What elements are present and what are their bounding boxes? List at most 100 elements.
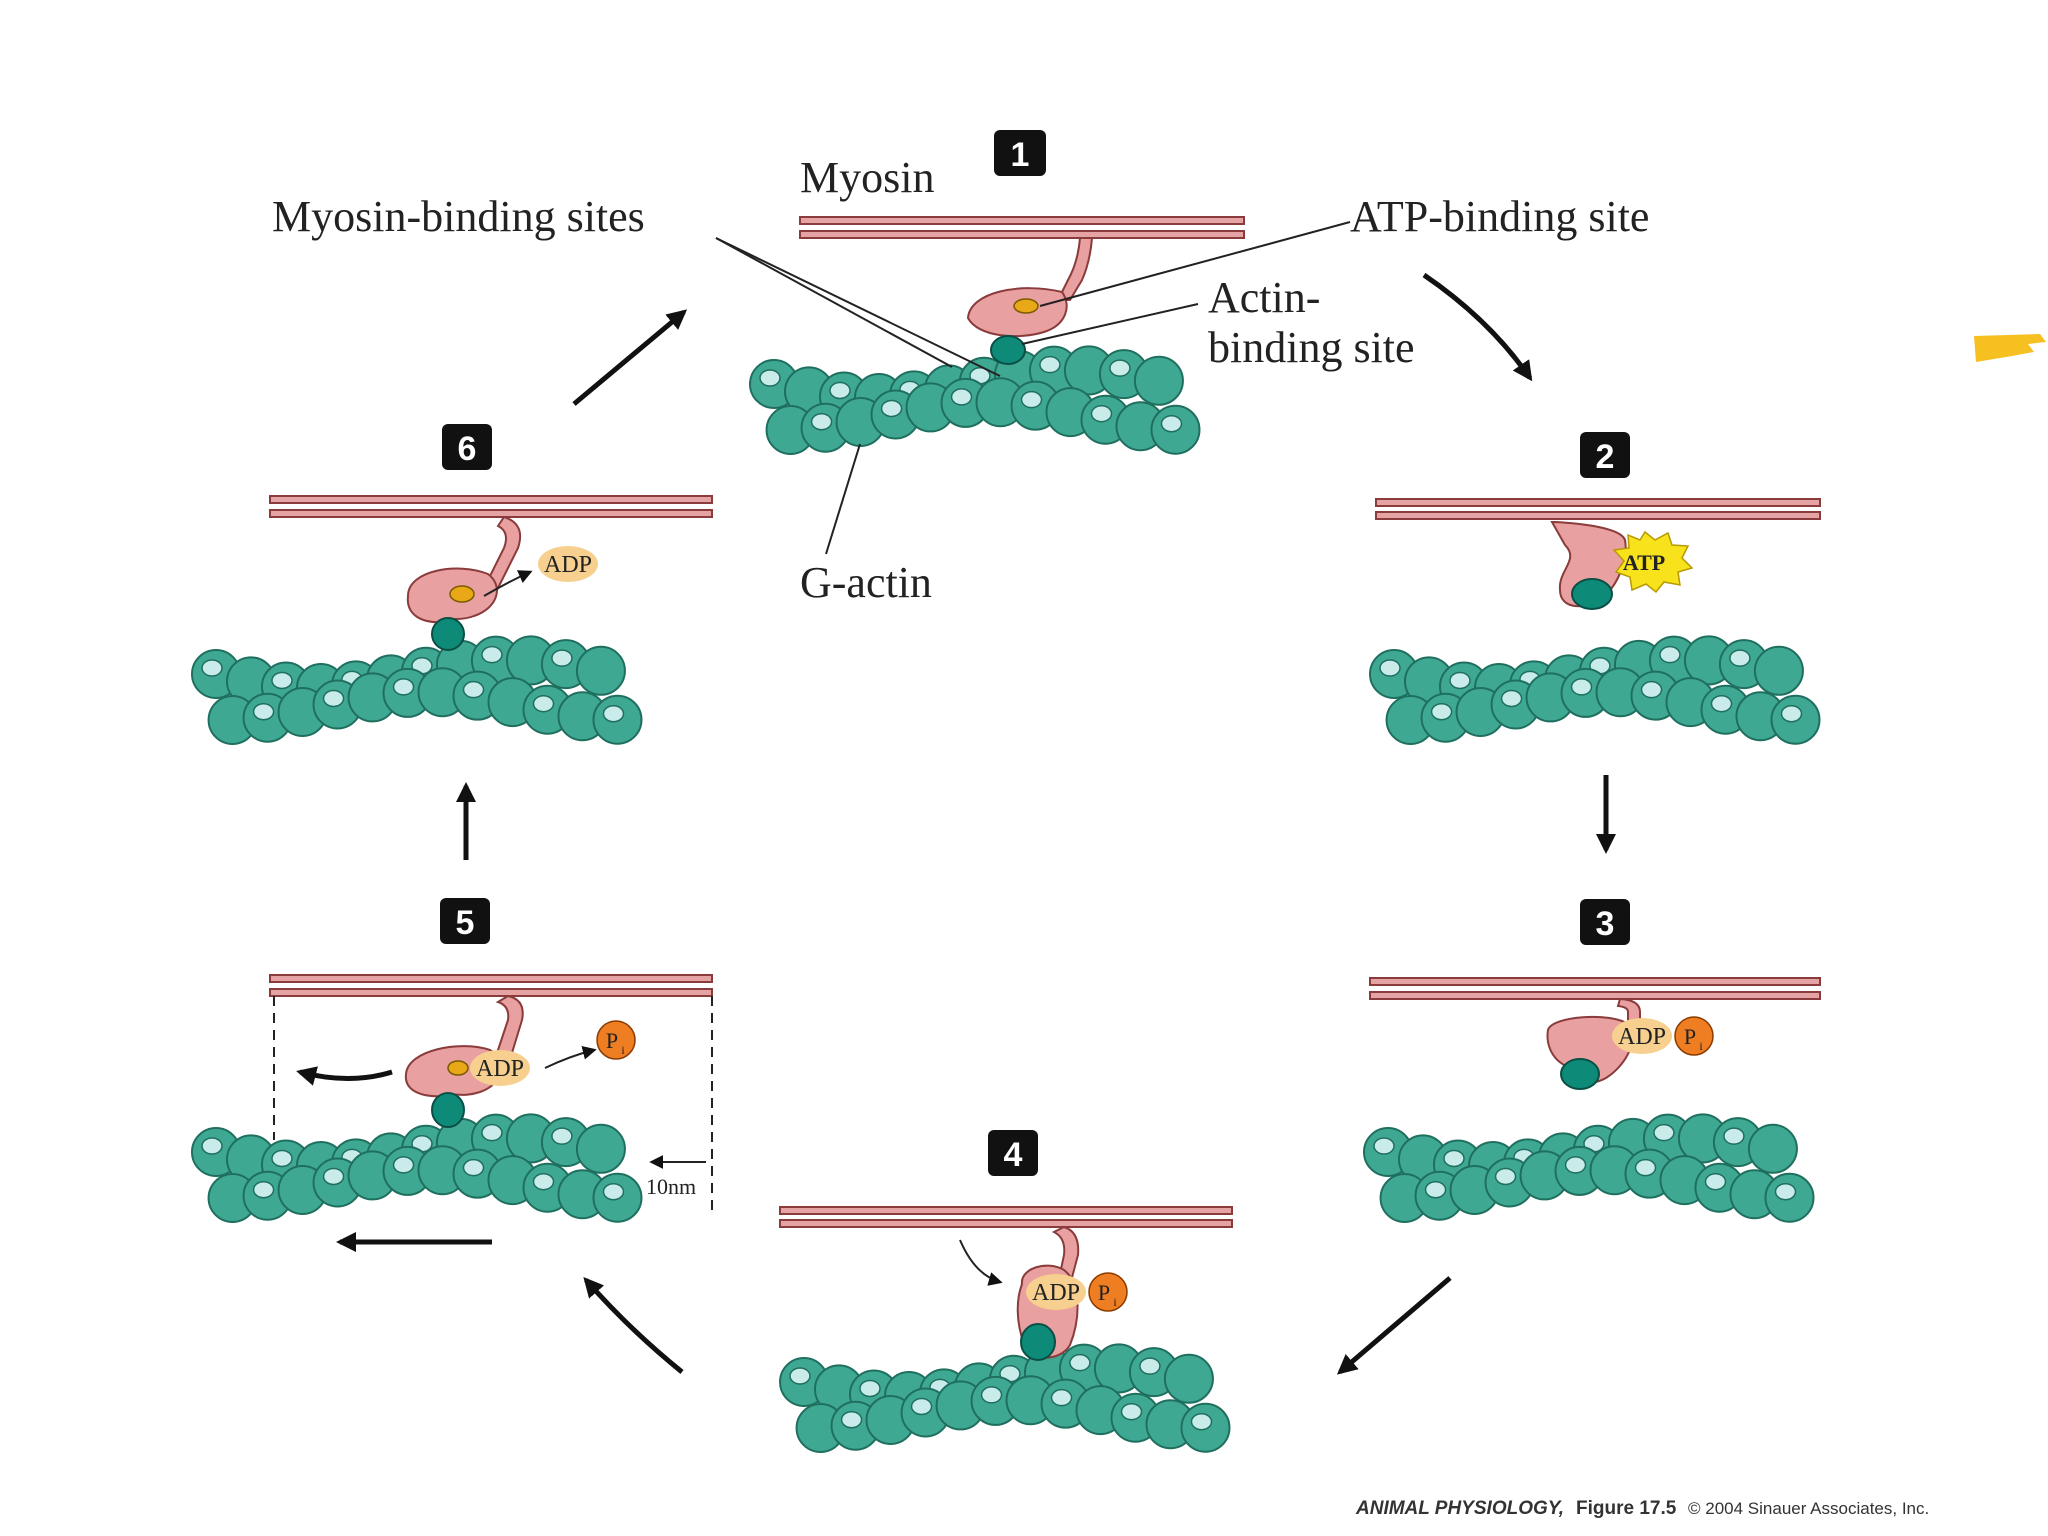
scale-label: 10nm	[646, 1174, 696, 1199]
myosin-binding-site	[840, 1410, 863, 1429]
myosin-binding-site	[759, 369, 781, 387]
actin-binding-head	[1020, 1323, 1056, 1361]
adp-bubble	[1026, 1274, 1086, 1310]
leader-line	[715, 237, 953, 368]
leader-line	[715, 237, 1001, 377]
myosin-binding-site	[532, 694, 555, 713]
myosin-binding-site	[1020, 390, 1043, 409]
phosphate-subscript: i	[1699, 1039, 1703, 1053]
myosin-thick-filament	[269, 495, 713, 504]
myosin-binding-site	[1424, 1180, 1447, 1199]
adp-label: ADP	[1032, 1280, 1080, 1306]
step-number-6: 6	[458, 430, 477, 468]
cycle-arrow-1-to-2	[1422, 272, 1533, 382]
atp-binding-site-label: ATP-binding site	[1350, 192, 1649, 241]
step-badge-2	[1580, 432, 1630, 478]
step-5-panel: ADP P i 10nm 5	[269, 898, 713, 1252]
myosin-thick-filament	[1375, 498, 1821, 507]
g-actin-monomer	[575, 1123, 626, 1174]
myosin-binding-site	[1494, 1167, 1517, 1186]
g-actin-monomer	[1747, 1123, 1798, 1174]
actin-filament-step-3	[1363, 1113, 1815, 1223]
myosin-binding-site	[1500, 689, 1523, 708]
step-number-5: 5	[456, 904, 475, 942]
myosin-binding-site	[1704, 1172, 1727, 1191]
myosin-binding-site	[1069, 1353, 1091, 1372]
leader-line	[1021, 303, 1199, 345]
myosin-binding-site	[201, 659, 223, 677]
myosin-binding-site	[392, 678, 415, 696]
myosin-binding-site	[1710, 694, 1733, 713]
adp-bubble	[538, 546, 598, 582]
power-stroke-arrow	[296, 1066, 393, 1086]
step-number-4: 4	[1004, 1136, 1023, 1174]
myosin-binding-site	[1190, 1412, 1213, 1431]
step-number-2: 2	[1596, 438, 1615, 476]
step-4-panel: ADP P i 4	[779, 1130, 1233, 1361]
actin-binding-head	[1571, 578, 1613, 610]
myosin-binding-site	[322, 1167, 345, 1186]
adp-bubble	[470, 1050, 530, 1086]
myosin-thick-filament	[1369, 977, 1821, 986]
myosin-binding-site	[1774, 1182, 1797, 1201]
myosin-thick-filament	[799, 230, 1245, 239]
myosin-binding-site	[201, 1137, 223, 1155]
myosin-binding-sites-label: Myosin-binding sites	[272, 192, 645, 241]
myosin-binding-site	[1653, 1123, 1675, 1142]
step-badge-4	[988, 1130, 1038, 1176]
myosin-binding-site	[1723, 1127, 1745, 1145]
g-actin-monomer	[575, 645, 626, 696]
phosphate-bubble	[1674, 1016, 1714, 1056]
myosin-thick-filament	[269, 509, 713, 518]
myosin-thick-filament	[779, 1206, 1233, 1215]
myosin-binding-site	[252, 702, 275, 721]
actin-binding-head	[1560, 1058, 1600, 1090]
cycle-arrow-3-to-4	[1336, 1276, 1452, 1375]
step-6-panel: ADP 6	[269, 424, 713, 651]
myosin-binding-site	[1109, 359, 1131, 377]
actin-binding-site-label-line2: binding site	[1208, 323, 1415, 372]
atp-binding-site-marker	[447, 1060, 469, 1076]
myosin-binding-site	[980, 1386, 1003, 1404]
myosin-binding-site	[1449, 671, 1471, 690]
g-actin-monomer	[1753, 645, 1804, 696]
cycle-arrow-6-to-1	[572, 309, 688, 406]
myosin-binding-site	[1729, 649, 1751, 667]
cycle-arrow-4-to-5	[583, 1276, 684, 1374]
actin-binding-head	[431, 1092, 465, 1128]
actin-filament-step-6	[191, 635, 643, 745]
myosin-thick-filament	[1369, 991, 1821, 1000]
leader-line	[1039, 221, 1351, 307]
myosin-binding-site	[602, 704, 625, 723]
phosphate-release-arrow	[544, 1045, 597, 1069]
myosin-binding-site	[252, 1180, 275, 1199]
phosphate-bubble	[1088, 1272, 1128, 1312]
myosin-binding-site	[322, 689, 345, 708]
myosin-binding-site	[481, 645, 503, 664]
myosin-binding-site	[551, 1127, 573, 1145]
myosin-binding-site	[1090, 404, 1113, 423]
adp-label: ADP	[1618, 1024, 1666, 1050]
myosin-binding-site	[1564, 1156, 1587, 1174]
actin-binding-site-label-line1: Actin-	[1208, 273, 1320, 322]
myosin-thick-filament	[269, 974, 713, 983]
caption-copyright: © 2004 Sinauer Associates, Inc.	[1688, 1499, 1929, 1518]
myosin-label: Myosin	[800, 153, 934, 202]
myosin-binding-site	[271, 1149, 293, 1168]
myosin-binding-site	[1373, 1137, 1395, 1155]
myosin-binding-site	[1379, 659, 1401, 677]
step-3-panel: ADP P i 3	[1369, 899, 1821, 1090]
myosin-binding-site	[1640, 680, 1663, 699]
caption-figure: Figure 17.5	[1576, 1498, 1677, 1519]
myosin-binding-site	[1780, 704, 1803, 723]
caption-source: ANIMAL PHYSIOLOGY,	[1355, 1498, 1564, 1519]
cycle-arrows	[456, 272, 1616, 1375]
myosin-binding-site	[829, 381, 851, 400]
myosin-binding-site	[1039, 355, 1061, 374]
adp-label: ADP	[476, 1056, 524, 1082]
myosin-binding-site	[1160, 414, 1183, 433]
step-badge-1	[994, 130, 1046, 176]
myosin-binding-site	[1430, 702, 1453, 721]
adp-bubble	[1612, 1018, 1672, 1054]
